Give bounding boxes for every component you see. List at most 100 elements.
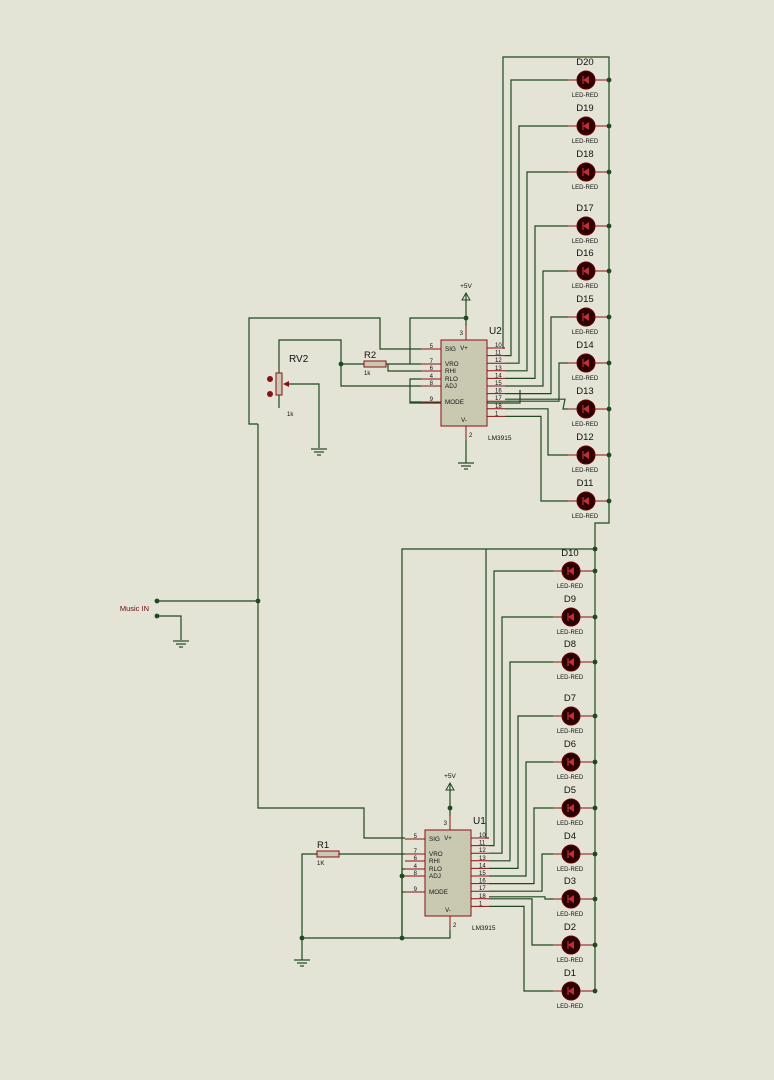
junction-dot xyxy=(447,805,453,811)
led-triangle xyxy=(568,658,574,666)
u1-right-pin-num: 17 xyxy=(479,886,486,892)
led-type: LED-RED xyxy=(557,821,584,827)
u1-left-pin-num: 5 xyxy=(414,834,418,840)
led-type: LED-RED xyxy=(557,630,584,636)
u2-left-pin-name: MODE xyxy=(445,399,464,406)
led-triangle xyxy=(568,895,574,903)
u2-left-pin-name: RLO xyxy=(445,376,458,383)
led-ref: D1 xyxy=(564,968,576,979)
music-in-label: Music IN xyxy=(120,604,149,613)
u1-vminus: V- xyxy=(445,908,451,914)
u2-left-pin-num: 7 xyxy=(430,359,434,365)
u1-right-pin-num: 18 xyxy=(479,894,486,900)
led-ref: D13 xyxy=(576,386,593,397)
rv2-top xyxy=(278,339,342,373)
led-triangle xyxy=(583,122,589,130)
u1-out-16 xyxy=(489,807,553,885)
led-ref: D5 xyxy=(564,785,576,796)
u2-ic-body xyxy=(440,339,488,427)
u2-left-pin-num: 9 xyxy=(430,397,434,403)
u2-out-14 xyxy=(505,225,568,379)
u1-right-pin-num: 11 xyxy=(479,841,486,847)
u1-vplus: V+ xyxy=(444,836,452,842)
led-triangle xyxy=(568,941,574,949)
r1-value: 1K xyxy=(317,861,324,867)
u2-vro-vcc xyxy=(409,317,466,365)
led-type: LED-RED xyxy=(572,422,599,428)
upper-led-rail xyxy=(594,80,610,548)
led-triangle xyxy=(583,359,589,367)
led-triangle xyxy=(583,168,589,176)
led-ref: D11 xyxy=(577,478,594,489)
u1-pin3-num: 3 xyxy=(444,821,448,827)
rv2-ref: RV2 xyxy=(289,354,309,365)
led-type: LED-RED xyxy=(572,376,599,382)
led-ref: D3 xyxy=(564,876,576,887)
u2-out-15 xyxy=(505,270,568,387)
u1-out-12 xyxy=(489,616,553,854)
music-to-u1 xyxy=(257,424,405,839)
led-ref: D4 xyxy=(564,831,576,842)
u2-right-pin-num: 15 xyxy=(495,381,502,387)
rv2-terminal-bottom xyxy=(267,391,273,397)
u2-part: LM3915 xyxy=(488,435,512,442)
u2-supply-label: +5V xyxy=(460,283,472,290)
u2-out-12 xyxy=(505,125,568,364)
u1-left-pin-name: VRO xyxy=(429,851,443,858)
u1-right-pin-num: 15 xyxy=(479,871,486,877)
r1-ref: R1 xyxy=(317,840,329,851)
u2-left-pin-name: SIG xyxy=(445,346,456,353)
u2-left-pin-name: RHI xyxy=(445,368,456,375)
led-triangle xyxy=(583,451,589,459)
led-triangle xyxy=(568,758,574,766)
led-ref: D16 xyxy=(576,248,593,259)
rv2-body xyxy=(275,372,283,396)
led-triangle xyxy=(568,804,574,812)
u2-right-pin-num: 17 xyxy=(495,396,502,402)
rv2-wiper xyxy=(283,381,289,387)
u1-right-pin-num: 14 xyxy=(479,863,486,869)
led-triangle xyxy=(568,850,574,858)
u2-left-pin-num: 6 xyxy=(430,366,434,372)
led-triangle xyxy=(568,567,574,575)
u1-out-1 xyxy=(489,905,553,992)
u1-right-pin-num: 16 xyxy=(479,879,486,885)
led-triangle xyxy=(568,987,574,995)
r2-body xyxy=(363,360,387,368)
led-ref: D8 xyxy=(564,639,576,650)
u2-out-18 xyxy=(505,408,568,456)
u1-left-pin-num: 7 xyxy=(414,849,418,855)
r2-ref: R2 xyxy=(364,350,376,361)
led-type: LED-RED xyxy=(557,1004,584,1010)
u2-right-pin-num: 13 xyxy=(495,366,502,372)
led-ref: D20 xyxy=(576,57,593,68)
u1-out-18b xyxy=(489,896,553,900)
u2-vminus: V- xyxy=(461,418,467,424)
u2-out-1 xyxy=(505,415,568,502)
u2-out-17b xyxy=(505,398,568,410)
led-ref: D15 xyxy=(576,294,593,305)
u2-right-pin-num: 16 xyxy=(495,389,502,395)
led-type: LED-RED xyxy=(572,139,599,145)
u1-left-pin-name: MODE xyxy=(429,889,448,896)
u1-ic-body xyxy=(424,829,472,917)
led-type: LED-RED xyxy=(572,330,599,336)
u2-out-11 xyxy=(505,79,568,357)
r1-body xyxy=(316,850,340,858)
led-ref: D2 xyxy=(564,922,576,933)
u1-out-14 xyxy=(489,715,553,870)
u1-right-pin-num: 12 xyxy=(479,848,486,854)
u2-left-pin-num: 5 xyxy=(430,344,434,350)
u2-supply-arrow xyxy=(461,291,471,301)
u2-vplus: V+ xyxy=(460,346,468,352)
u2-left-pin-name: VRO xyxy=(445,361,459,368)
u2-rlo-mode xyxy=(409,378,421,403)
rv2-terminal-top xyxy=(267,376,273,382)
u1-pin2-num: 2 xyxy=(453,923,457,929)
u1-left-pin-name: RHI xyxy=(429,858,440,865)
u2-right-pin-num: 14 xyxy=(495,373,502,379)
led-type: LED-RED xyxy=(557,675,584,681)
led-type: LED-RED xyxy=(572,468,599,474)
u2-left-pin-name: ADJ xyxy=(445,383,457,390)
